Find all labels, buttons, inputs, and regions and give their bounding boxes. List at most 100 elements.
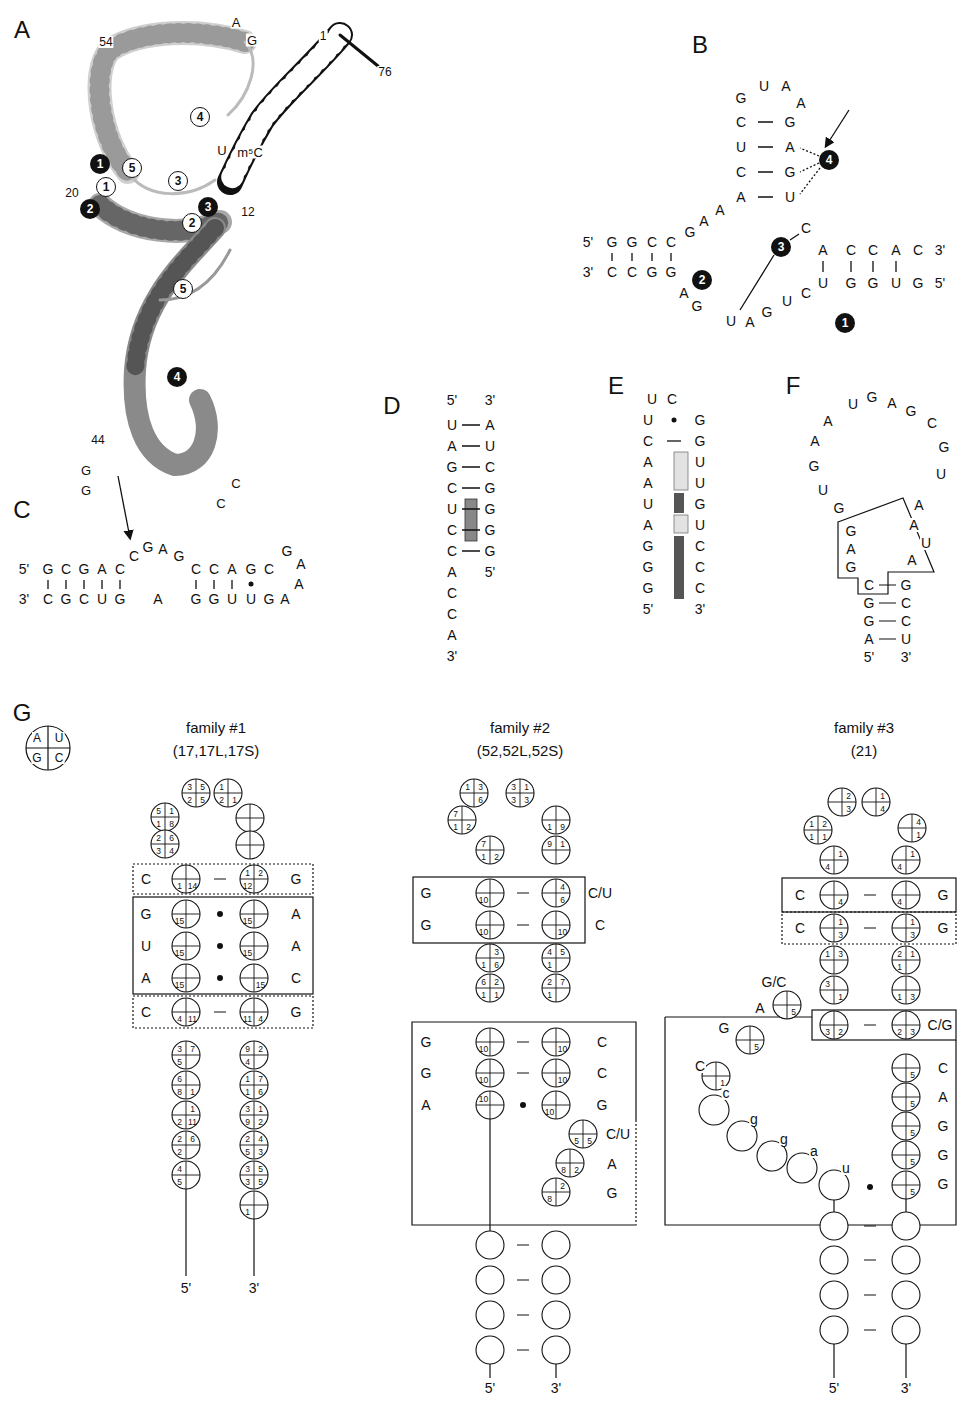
sequence-label: U	[140, 939, 152, 953]
quadrant-circle	[542, 836, 570, 864]
quadrant-count: 4	[897, 862, 902, 871]
sequence-label: G	[42, 562, 55, 576]
sequence-label: G/C	[761, 975, 788, 989]
sequence-label: C	[60, 562, 72, 576]
quadrant-count: 3	[478, 782, 483, 791]
quadrant-circle	[476, 1028, 504, 1056]
sequence-label: C	[446, 586, 458, 600]
sequence-label: C	[694, 581, 706, 595]
sequence-label: A	[642, 455, 653, 469]
sequence-label: U	[694, 476, 706, 490]
sequence-label: A	[290, 939, 301, 953]
quadrant-count: 4	[916, 817, 921, 826]
sequence-label: U	[694, 518, 706, 532]
sequence-label: A	[642, 518, 653, 532]
quadrant-circle	[892, 1054, 920, 1082]
quadrant-divider	[892, 881, 920, 909]
sequence-label: A	[744, 315, 755, 329]
quadrant-count: 5	[574, 1136, 579, 1145]
quadrant-count: 4	[245, 1057, 250, 1066]
panel-letter: D	[382, 394, 401, 418]
quadrant-circle	[820, 946, 848, 974]
quadrant-count: 2	[547, 977, 552, 986]
callout-number: 4	[826, 154, 833, 166]
callout-number: 1	[842, 317, 849, 329]
quadrant-count: 5	[910, 1157, 915, 1166]
quadrant-divider	[892, 1083, 920, 1111]
quadrant-circle	[736, 1026, 764, 1054]
quadrant-count: 10	[479, 927, 488, 936]
quadrant-count: 6	[478, 795, 483, 804]
quadrant-count: 2	[838, 1027, 843, 1036]
quadrant-count: 1	[190, 1104, 195, 1113]
quadrant-divider	[172, 1101, 200, 1129]
sequence-label: 5'	[446, 393, 458, 407]
sequence-label: C	[128, 549, 140, 563]
sequence-label: C	[594, 918, 606, 932]
quadrant-divider	[542, 974, 570, 1002]
callout-circle: 4	[167, 367, 187, 387]
quadrant-circle	[172, 932, 200, 960]
quadrant-count: 4	[838, 897, 843, 906]
quadrant-count: 1	[481, 960, 486, 969]
quadrant-divider	[898, 814, 926, 842]
quadrant-circle	[476, 836, 504, 864]
sequence-label: G	[646, 265, 659, 279]
quadrant-count: 3	[825, 1027, 830, 1036]
sequence-label: c	[722, 1086, 731, 1100]
sequence-label: G	[626, 235, 639, 249]
quadrant-divider	[182, 779, 210, 807]
panel-f-lines	[838, 498, 934, 639]
quadrant-count: 3	[511, 795, 516, 804]
sequence-label: G	[80, 464, 92, 477]
quadrant-divider	[820, 846, 848, 874]
sequence-label: C	[140, 1005, 152, 1019]
quadrant-circle	[172, 1161, 200, 1189]
sequence-label: U	[735, 140, 747, 154]
callout-circle: 4	[190, 107, 210, 127]
quadrant-count: 8	[177, 1087, 182, 1096]
sequence-label: g	[749, 1112, 759, 1126]
sequence-label: g	[779, 1132, 789, 1146]
callout-circle: 2	[692, 270, 712, 290]
sequence-label: U	[935, 467, 947, 481]
quadrant-divider	[542, 1028, 570, 1056]
sequence-label: C	[626, 265, 638, 279]
quadrant-circle	[240, 964, 268, 992]
quadrant-divider	[240, 1191, 268, 1219]
quadrant-circle	[476, 1301, 504, 1329]
sequence-label: G	[208, 592, 221, 606]
callout-number: 4	[174, 371, 181, 383]
quadrant-count: 9	[547, 839, 552, 848]
quadrant-divider	[820, 946, 848, 974]
quadrant-circle	[898, 814, 926, 842]
quadrant-count: 3	[825, 979, 830, 988]
quadrant-circle	[172, 1101, 200, 1129]
quadrant-count: 1	[245, 868, 250, 877]
sequence-label: G	[484, 544, 497, 558]
quadrant-divider	[892, 1112, 920, 1140]
sequence-label: G	[845, 276, 858, 290]
quadrant-circle	[151, 830, 179, 858]
sequence-label: U	[216, 144, 227, 157]
sequence-label: G	[938, 440, 951, 454]
quadrant-count: 5	[560, 947, 565, 956]
quadrant-count: 1	[494, 990, 499, 999]
sequence-label: 3'	[446, 649, 458, 663]
quadrant-count: 14	[188, 881, 197, 890]
quadrant-count: 8	[169, 819, 174, 828]
sequence-label: C/G	[927, 1018, 954, 1032]
sequence-label: 3'	[694, 602, 706, 616]
quadrant-count: 1	[822, 832, 827, 841]
sequence-label: 54	[98, 36, 113, 48]
quadrant-count: 4	[560, 882, 565, 891]
sequence-label: G	[937, 1177, 950, 1191]
callout-circle: 4	[819, 150, 839, 170]
quadrant-count: 1	[809, 832, 814, 841]
quadrant-circle	[236, 831, 264, 859]
quadrant-count: 2	[574, 1165, 579, 1174]
quadrant-count: 5	[587, 1136, 592, 1145]
quadrant-count: 5	[910, 1187, 915, 1196]
quadrant-count: 5	[156, 806, 161, 815]
quadrant-count: 15	[243, 948, 252, 957]
